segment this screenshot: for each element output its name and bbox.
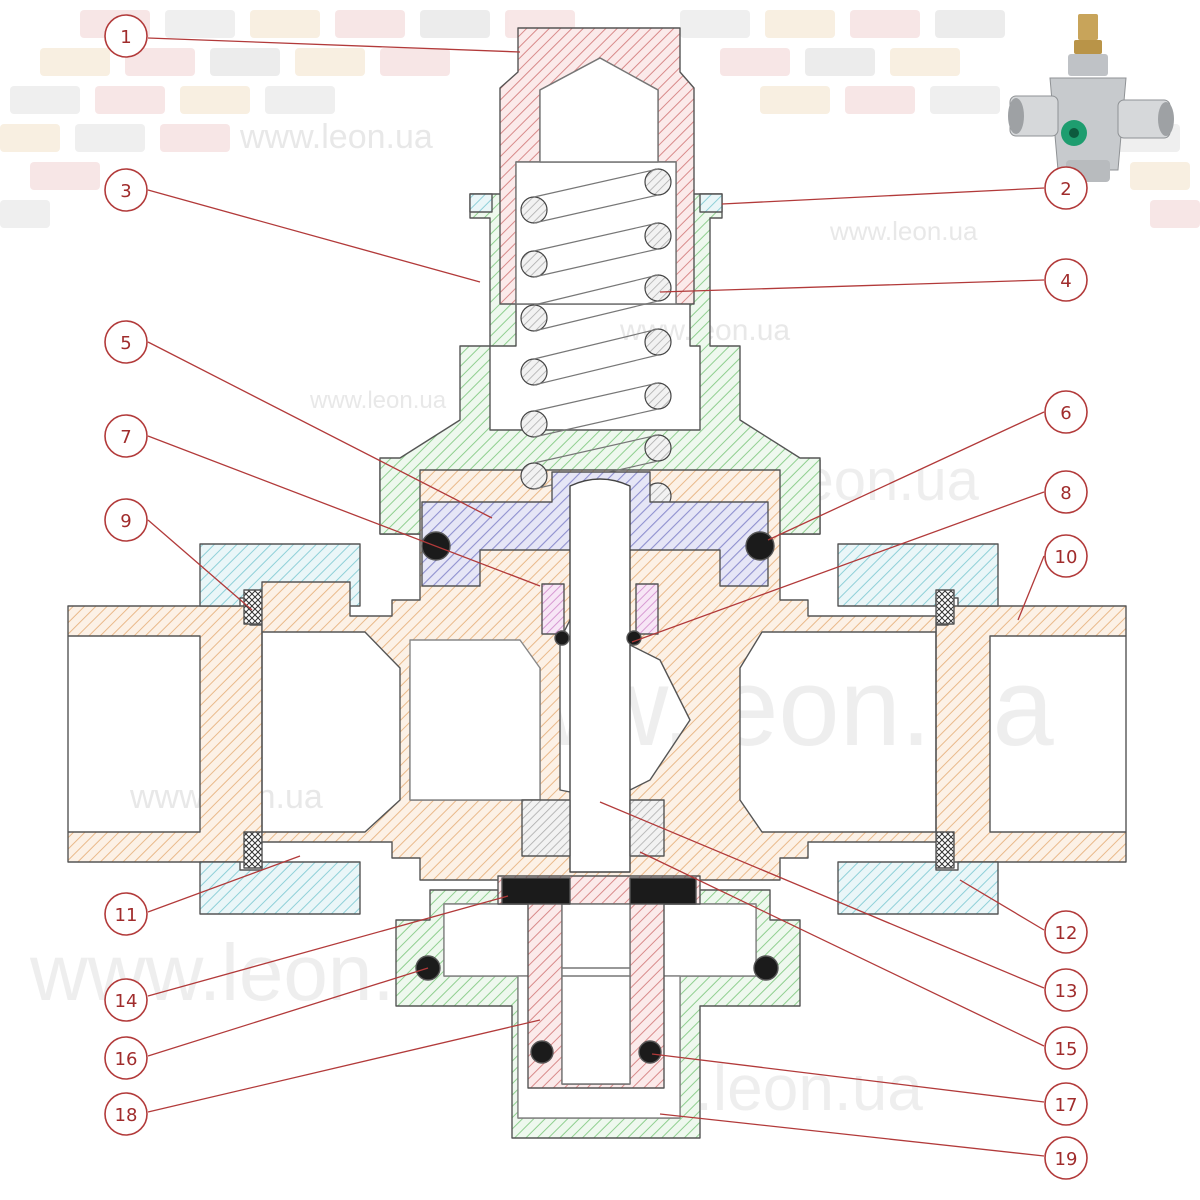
svg-text:19: 19 [1055,1149,1078,1170]
watermark-1: www.leon.ua [239,118,433,156]
part-9-right-gasket-bottom [935,831,955,869]
svg-text:6: 6 [1060,403,1071,424]
svg-text:18: 18 [115,1105,138,1126]
callout-10: 10 [1044,534,1088,578]
seat-carrier-bore [561,903,631,1085]
watermark-3: www.leon.ua [309,387,447,414]
part-6-o-ring-right [745,531,775,561]
callout-2: 2 [1044,166,1088,210]
part-2-lock-ring-right [699,193,723,213]
callout-9: 9 [104,498,148,542]
part-4-spring [520,168,672,510]
callout-18: 18 [104,1092,148,1136]
callout-14: 14 [104,978,148,1022]
product-thumbnail [1008,14,1174,182]
svg-text:15: 15 [1055,1039,1078,1060]
part-9-left-gasket-bottom [243,831,263,869]
part-13-valve-stem [569,478,631,873]
spring-coil-lines [533,168,659,490]
callout-15: 15 [1044,1026,1088,1070]
part-16-o-ring-right [753,955,779,981]
svg-text:1: 1 [120,27,131,48]
svg-text:17: 17 [1055,1095,1078,1116]
callout-3: 3 [104,168,148,212]
lower-seat-bushing-right [629,799,665,857]
svg-text:16: 16 [115,1049,138,1070]
callout-8: 8 [1044,470,1088,514]
svg-text:4: 4 [1060,271,1071,292]
callout-6: 6 [1044,390,1088,434]
svg-text:3: 3 [120,181,131,202]
svg-text:2: 2 [1060,179,1071,200]
callout-7: 7 [104,414,148,458]
svg-text:12: 12 [1055,923,1078,944]
svg-text:11: 11 [115,905,138,926]
svg-text:9: 9 [120,511,131,532]
callout-11: 11 [104,892,148,936]
leader-lines [147,37,1045,1157]
lower-seat-bushing-left [521,799,571,857]
callout-1: 1 [104,14,148,58]
part-17-o-ring-right [638,1040,662,1064]
part-10-left-tailpiece [67,605,263,863]
svg-text:14: 14 [115,991,138,1012]
part-17-o-ring-left [530,1040,554,1064]
callout-16: 16 [104,1036,148,1080]
part-12-left-union-nut-bottom [199,861,361,915]
callout-19: 19 [1044,1136,1088,1180]
part-14-seat-disc [501,877,697,905]
callout-4: 4 [1044,258,1088,302]
callout-17: 17 [1044,1082,1088,1126]
part-7-guide-bushing-right [635,583,659,635]
part-2-lock-ring-left [469,193,493,213]
svg-text:10: 10 [1055,547,1078,568]
part-12-right-union-nut [837,543,999,607]
part-8-o-ring-left [554,630,570,646]
callout-12: 12 [1044,910,1088,954]
svg-text:13: 13 [1055,981,1078,1002]
part-8-o-ring-right [626,630,642,646]
part-7-guide-bushing-left [541,583,565,635]
callouts: 1 2 3 4 5 6 7 8 9 10 11 12 13 14 15 16 1… [104,14,1088,1180]
cap-inner-cone [539,57,659,163]
part-9-right-gasket [935,589,955,625]
callout-5: 5 [104,320,148,364]
watermark-2: www.leon.ua [829,216,978,246]
svg-text:5: 5 [120,333,131,354]
callout-13: 13 [1044,968,1088,1012]
part-9-left-gasket [243,589,263,625]
body-internal-passage [409,639,541,801]
svg-text:7: 7 [120,427,131,448]
valve-drawing [67,27,1127,1139]
svg-text:8: 8 [1060,483,1071,504]
